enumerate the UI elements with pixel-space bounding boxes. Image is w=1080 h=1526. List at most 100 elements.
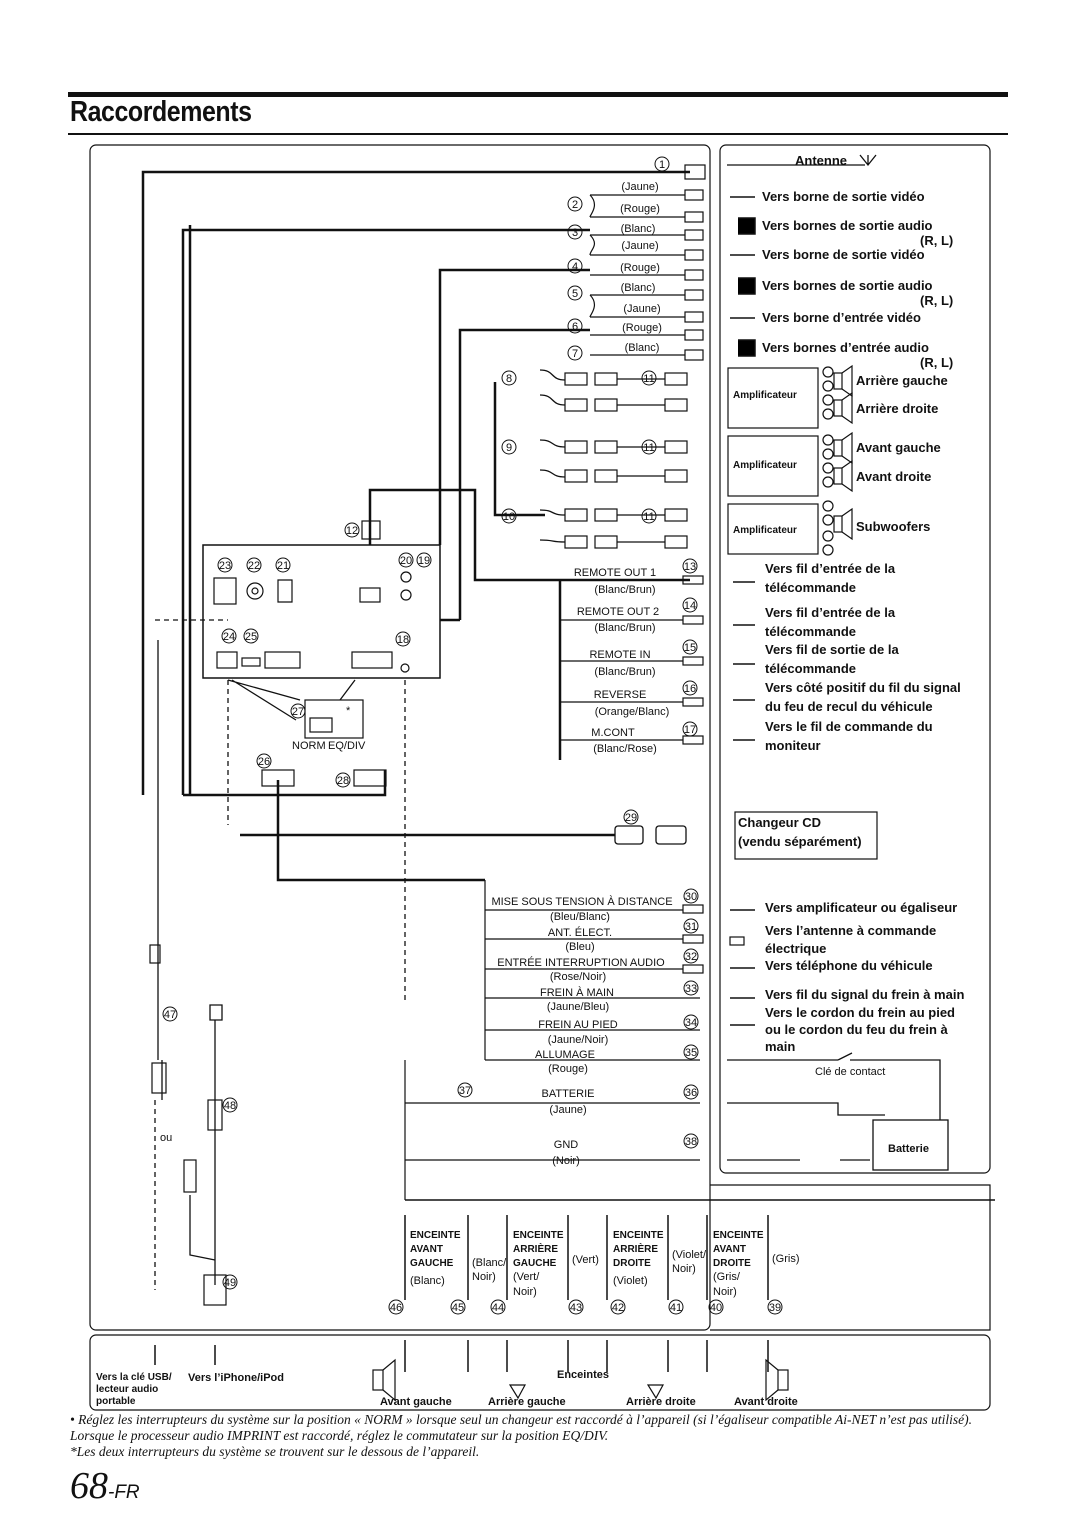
num-15: 15 [684,642,696,654]
num-33: 33 [685,983,697,995]
right-labels: Antenne Vers borne de sortie vidéo Vers … [738,153,964,1054]
sp-enceinte-1: ENCEINTE [410,1230,461,1241]
label-video-out-2: Vers borne de sortie vidéo [762,247,925,262]
sp-blanc-noir-2: Noir) [472,1271,496,1283]
main-panel-frame [89,144,711,1331]
num-1: 1 [659,159,665,171]
label-asterisk: * [346,705,351,717]
num-36: 36 [685,1087,697,1099]
sp-gris-noir-1: (Gris/ [713,1271,741,1283]
switch-pointers [227,679,356,721]
label-tel: Vers téléphone du véhicule [765,958,933,973]
wire-video-out [141,170,690,795]
label-remote-out-2: REMOTE OUT 2 [577,606,659,618]
num-2: 2 [572,199,578,211]
sp-avant-1: AVANT [410,1244,443,1255]
extension-plug [207,1099,223,1131]
wire-audio-out-2 [438,268,590,545]
page-title: Raccordements [70,96,252,128]
num-47: 47 [164,1009,176,1021]
ipod-dock-plug [203,1274,227,1306]
cd-changer-power [276,780,485,882]
label-remote-3b: télécommande [765,661,856,676]
label-mcont: M.CONT [591,727,635,739]
num-17: 17 [684,724,696,736]
label-entree-color: (Rose/Noir) [550,971,606,983]
sp-vert: (Vert) [572,1254,599,1266]
num-43: 43 [570,1302,582,1314]
number-labels: 1 2 3 4 5 6 7 8 11 9 11 10 11 12 13 14 1… [164,159,781,1314]
num-5: 5 [572,288,578,300]
wire-bottom-loop [183,770,387,797]
label-frein-au-pied: FREIN AU PIED [538,1019,618,1031]
label-remote-in-color: (Blanc/Brun) [594,666,655,678]
label-amplificateur-2: Amplificateur [733,460,797,471]
sp-violet-noir-1: (Violet/ [672,1249,707,1261]
label-arriere-droite: Arrière droite [856,401,938,416]
label-rl-2: (R, L) [920,293,953,308]
sp-blanc-noir-1: (Blanc/ [472,1257,507,1269]
num-4: 4 [572,261,578,273]
num-25: 25 [245,631,257,643]
label-blanc-2: (Blanc) [621,282,656,294]
sp-droite-3: DROITE [613,1258,651,1269]
num-11a: 11 [643,373,654,385]
num-13: 13 [684,561,696,573]
label-mcont-a: Vers le fil de commande du [765,719,933,734]
usb-ipod-cable [157,640,216,1285]
label-audio-out-1: Vers bornes de sortie audio [762,218,933,233]
label-mcont-b: moniteur [765,738,821,753]
amplifier-labels: Amplificateur Amplificateur Amplificateu… [733,390,797,536]
sp-gris-noir-2: Noir) [713,1286,737,1298]
num-24: 24 [223,631,235,643]
num-41: 41 [670,1302,682,1314]
sp-vert-noir-1: (Vert/ [513,1271,540,1283]
num-3: 3 [572,227,578,239]
antenna-plug [729,936,745,946]
wire-connectors [404,575,704,1200]
label-allumage-color: (Rouge) [548,1063,588,1075]
wire-audio-out-1 [181,228,590,795]
num-9: 9 [506,442,512,454]
head-unit-rear-panel [202,544,441,679]
label-remote-out-1: REMOTE OUT 1 [574,567,656,579]
label-mcont-color: (Blanc/Rose) [593,743,657,755]
label-bottom-arriere-gauche: Arrière gauche [488,1396,566,1408]
num-44: 44 [492,1302,504,1314]
label-ampli-eq: Vers amplificateur ou égaliseur [765,900,957,915]
amp-speakers [822,364,853,556]
antenna-icon [727,154,877,167]
label-remote-1a: Vers fil d’entrée de la [765,561,896,576]
label-ant-b: électrique [765,941,826,956]
label-reverse-color: (Orange/Blanc) [595,706,670,718]
rca-pair-8 [539,369,566,406]
num-37: 37 [459,1085,471,1097]
usb-plug [151,1062,167,1094]
sp-vert-noir-2: Noir) [513,1286,537,1298]
label-reverse-a: Vers côté positif du fil du signal [765,680,961,695]
label-video-out-1: Vers borne de sortie vidéo [762,189,925,204]
page-number: 68-FR [70,1464,140,1508]
speaker-wire-columns [154,1199,995,1372]
num-35: 35 [685,1047,697,1059]
num-28: 28 [337,775,349,787]
sp-enceinte-4: ENCEINTE [713,1230,764,1241]
label-allumage: ALLUMAGE [535,1049,595,1061]
footnote-norm: • Réglez les interrupteurs du système su… [70,1412,973,1443]
speaker-wire-labels: ENCEINTE AVANT GAUCHE ENCEINTE ARRIÈRE G… [410,1230,764,1269]
label-frein-pied-c: main [765,1039,795,1054]
wire-preout-bundle [493,382,545,517]
num-16: 16 [684,683,696,695]
label-blanc-3: (Blanc) [625,342,660,354]
label-entree-interruption: ENTRÉE INTERRUPTION AUDIO [497,956,665,969]
label-amplificateur-3: Amplificateur [733,525,797,536]
amplifier-box-sub [727,503,819,555]
usb-cable-clip [149,944,161,964]
usb-a-cable [189,1195,216,1261]
num-42: 42 [612,1302,624,1314]
rca-color-labels: (Jaune) (Rouge) (Blanc) (Jaune) (Rouge) … [620,181,662,354]
num-19: 19 [418,555,430,567]
label-frein-pied-color: (Jaune/Noir) [548,1034,609,1046]
label-iphone: Vers l’iPhone/iPod [188,1372,284,1384]
sp-avant-4: AVANT [713,1244,746,1255]
